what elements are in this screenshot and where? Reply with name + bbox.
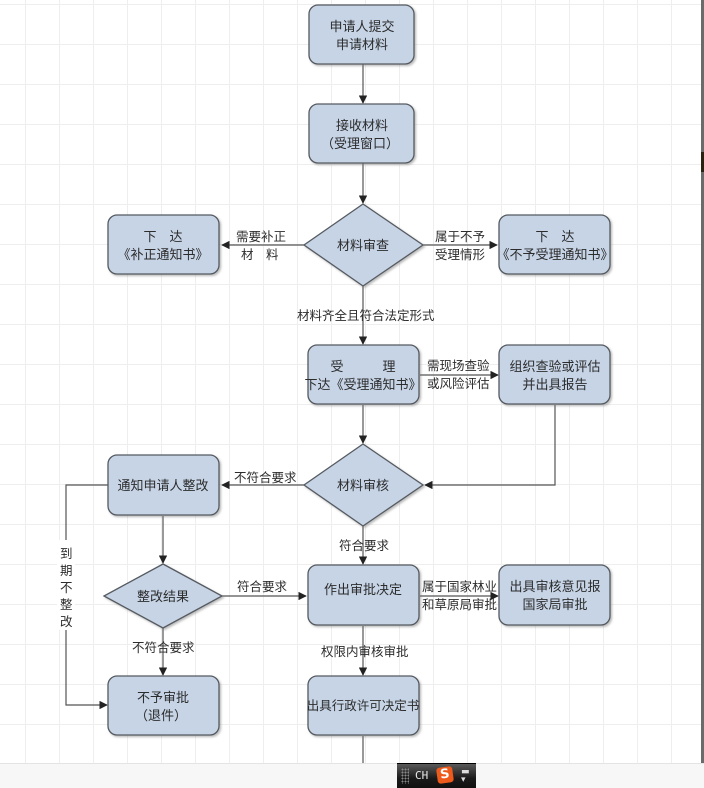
- node-decision-label: 作出审批决定: [324, 583, 402, 598]
- sogou-logo-icon[interactable]: S: [435, 765, 455, 785]
- node-rectify-result[interactable]: 整改结果: [102, 563, 224, 629]
- node-permit[interactable]: 出具行政许可决定书: [307, 675, 420, 736]
- label-overdue-2: 期: [60, 563, 73, 578]
- label-overdue-3: 不: [60, 580, 73, 595]
- node-correction-line2: 《补正通知书》: [117, 247, 208, 263]
- node-correction-line1: 下 达: [143, 230, 182, 245]
- node-material-review[interactable]: 材料审核: [302, 443, 425, 527]
- node-receive-line1: 接收材料: [336, 118, 388, 134]
- node-rectify-result-label: 整改结果: [137, 590, 189, 605]
- label-not-acceptable-1: 属于不予: [435, 229, 485, 244]
- scrollbar[interactable]: [701, 0, 704, 763]
- label-national-scope-1: 属于国家林业: [422, 579, 497, 594]
- node-deny-line1: 不予审批: [137, 691, 189, 706]
- label-overdue: 到 期 不 整 改: [57, 540, 75, 630]
- node-decision[interactable]: 作出审批决定: [307, 564, 420, 626]
- label-national-scope-2: 和草原局审批: [422, 597, 497, 612]
- node-accept-line1: 受 理: [330, 360, 395, 375]
- node-submit[interactable]: 申请人提交 申请材料: [308, 4, 415, 65]
- label-within-authority: 权限内审核审批: [321, 644, 409, 659]
- label-need-inspection-2: 或风险评估: [427, 376, 490, 391]
- node-national-report[interactable]: 出具审核意见报 国家局审批: [498, 564, 611, 626]
- node-receive[interactable]: 接收材料 （受理窗口）: [308, 103, 415, 164]
- label-review-pass: 符合要求: [339, 538, 390, 553]
- node-rejection-line2: 《不予受理通知书》: [496, 247, 613, 263]
- label-not-acceptable-2: 受理情形: [435, 247, 486, 262]
- taskbar: [0, 763, 704, 788]
- label-need-correction-2: 材 料: [241, 247, 279, 262]
- node-receive-line2: （受理窗口）: [321, 136, 399, 152]
- label-overdue-1: 到: [60, 546, 73, 561]
- flowchart: 申请人提交 申请材料 接收材料 （受理窗口） 材料审查 下 达 《补正通知书》 …: [57, 4, 614, 763]
- label-review-fail: 不符合要求: [234, 470, 297, 485]
- label-need-inspection-1: 需现场查验: [427, 358, 490, 373]
- edge-labels: 需要补正 材 料 属于不予 受理情形 材料齐全且符合法定形式 需现场查验 或风险…: [57, 229, 497, 659]
- drag-handle-icon[interactable]: [401, 768, 409, 784]
- scrollbar-marker: [701, 152, 704, 172]
- node-correction-notice[interactable]: 下 达 《补正通知书》: [107, 214, 220, 275]
- label-overdue-4: 整: [60, 597, 73, 612]
- connectors: [65, 64, 556, 763]
- node-inspection-line1: 组织查验或评估: [509, 359, 600, 375]
- node-national-line1: 出具审核意见报: [509, 579, 600, 595]
- node-material-review-label: 材料审核: [337, 479, 389, 494]
- node-submit-line1: 申请人提交: [329, 19, 394, 35]
- label-need-correction-1: 需要补正: [236, 229, 286, 244]
- node-inspection[interactable]: 组织查验或评估 并出具报告: [498, 344, 611, 405]
- node-deny-line2: （退件）: [135, 709, 187, 724]
- node-submit-line2: 申请材料: [336, 38, 388, 53]
- node-notify-rectify-label: 通知申请人整改: [117, 478, 208, 494]
- label-complete-legal: 材料齐全且符合法定形式: [297, 308, 435, 323]
- node-accept[interactable]: 受 理 下达《受理通知书》: [304, 344, 422, 405]
- node-material-check[interactable]: 材料审查: [302, 203, 425, 287]
- node-material-check-label: 材料审查: [337, 239, 389, 254]
- label-overdue-5: 改: [60, 614, 73, 629]
- node-notify-rectify[interactable]: 通知申请人整改: [107, 454, 220, 516]
- node-rejection-line1: 下 达: [535, 230, 574, 245]
- node-permit-label: 出具行政许可决定书: [307, 698, 420, 713]
- edge-inspection-review: [424, 405, 556, 490]
- ime-menu-icon[interactable]: ▬▾: [461, 767, 470, 785]
- ime-toolbar[interactable]: CH S ▬▾: [397, 763, 476, 788]
- label-rectify-fail: 不符合要求: [132, 640, 195, 655]
- diagram-canvas: 申请人提交 申请材料 接收材料 （受理窗口） 材料审查 下 达 《补正通知书》 …: [0, 0, 702, 763]
- node-inspection-line2: 并出具报告: [522, 378, 587, 393]
- node-national-line2: 国家局审批: [522, 597, 587, 613]
- node-accept-line2: 下达《受理通知书》: [304, 377, 421, 393]
- ime-language-label[interactable]: CH: [415, 769, 429, 782]
- node-deny[interactable]: 不予审批 （退件）: [107, 675, 220, 736]
- node-rejection-notice[interactable]: 下 达 《不予受理通知书》: [496, 214, 614, 275]
- label-rectify-pass: 符合要求: [237, 579, 288, 594]
